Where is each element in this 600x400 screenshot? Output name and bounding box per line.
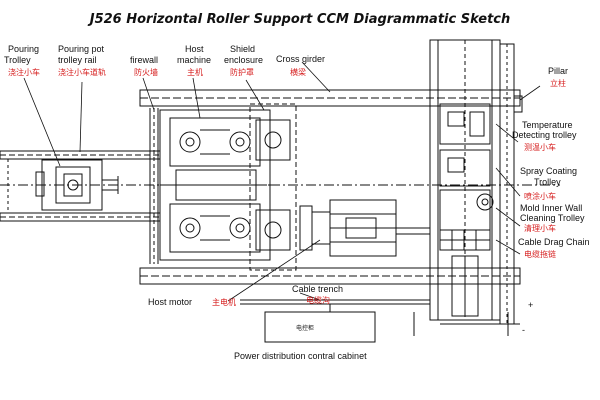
- pot-rail-label-line2: trolley rail: [58, 55, 97, 65]
- temp-trolley-label-line1: Temperature: [522, 120, 573, 130]
- mold-clean-label-line1: Mold Inner Wall: [520, 203, 582, 213]
- spray-trolley-cn-label: 喷涂小车: [524, 191, 556, 201]
- cabinet-cn-label: 电控柜: [296, 324, 314, 332]
- host-motor-cn-label: 主电机: [212, 297, 236, 307]
- axis-plus-label: +: [528, 300, 533, 310]
- pillar-cn-label: 立柱: [550, 78, 566, 88]
- firewall-label: firewall: [130, 55, 158, 65]
- pillar-label: Pillar: [548, 66, 568, 76]
- shield-enclosure: [249, 103, 297, 271]
- diagram-title: J526 Horizontal Roller Support CCM Diagr…: [87, 12, 511, 27]
- cross-girder: [139, 89, 521, 285]
- temp-trolley-label-line2: Detecting trolley: [512, 130, 577, 140]
- machine-drawing: [0, 39, 560, 343]
- power-cabinet: [264, 311, 376, 343]
- host-machine-cn-label: 主机: [187, 67, 203, 77]
- pouring-trolley-label-line2: Trolley: [4, 55, 31, 65]
- shield-label-line1: Shield: [230, 44, 255, 54]
- labels: Pouring Trolley 浇注小车 Pouring pot trolley…: [4, 44, 590, 361]
- shield-label-line2: enclosure: [224, 55, 263, 65]
- host-machine-label-line2: machine: [177, 55, 211, 65]
- leader-lines: [23, 61, 541, 302]
- host-motor-label: Host motor: [148, 297, 192, 307]
- firewall-cn-label: 防火墙: [134, 67, 158, 77]
- temp-trolley-cn-label: 测温小车: [524, 142, 556, 152]
- mold-clean-label-line2: Cleaning Trolley: [520, 213, 585, 223]
- pot-rail-cn-label: 浇注小车道轨: [58, 67, 106, 77]
- spray-trolley-label-line2: Trolley: [534, 177, 561, 187]
- cabinet-label: Power distribution contral cabinet: [234, 351, 367, 361]
- cable-trench-label: Cable trench: [292, 284, 343, 294]
- cross-girder-label: Cross girder: [276, 54, 325, 64]
- cable-chain-cn-label: 电缆拖链: [524, 249, 556, 259]
- shield-cn-label: 防护罩: [230, 67, 254, 77]
- cable-trench: [240, 299, 430, 312]
- cable-trench-cn-label: 电缆沟: [306, 295, 330, 305]
- trolley-stack: [429, 39, 501, 321]
- pot-rail-label-line1: Pouring pot: [58, 44, 105, 54]
- cable-chain-label: Cable Drag Chain: [518, 237, 590, 247]
- pouring-trolley-label-line1: Pouring: [8, 44, 39, 54]
- pouring-trolley-cn-label: 浇注小车: [8, 67, 40, 77]
- axis-minus-label: -: [522, 325, 525, 335]
- host-motor: [299, 199, 430, 257]
- spray-trolley-label-line1: Spray Coating: [520, 166, 577, 176]
- firewall: [149, 108, 159, 264]
- mold-clean-cn-label: 清理小车: [524, 223, 556, 233]
- host-machine-label-line1: Host: [185, 44, 204, 54]
- cross-girder-cn-label: 横梁: [290, 67, 306, 77]
- pillar: [499, 43, 523, 325]
